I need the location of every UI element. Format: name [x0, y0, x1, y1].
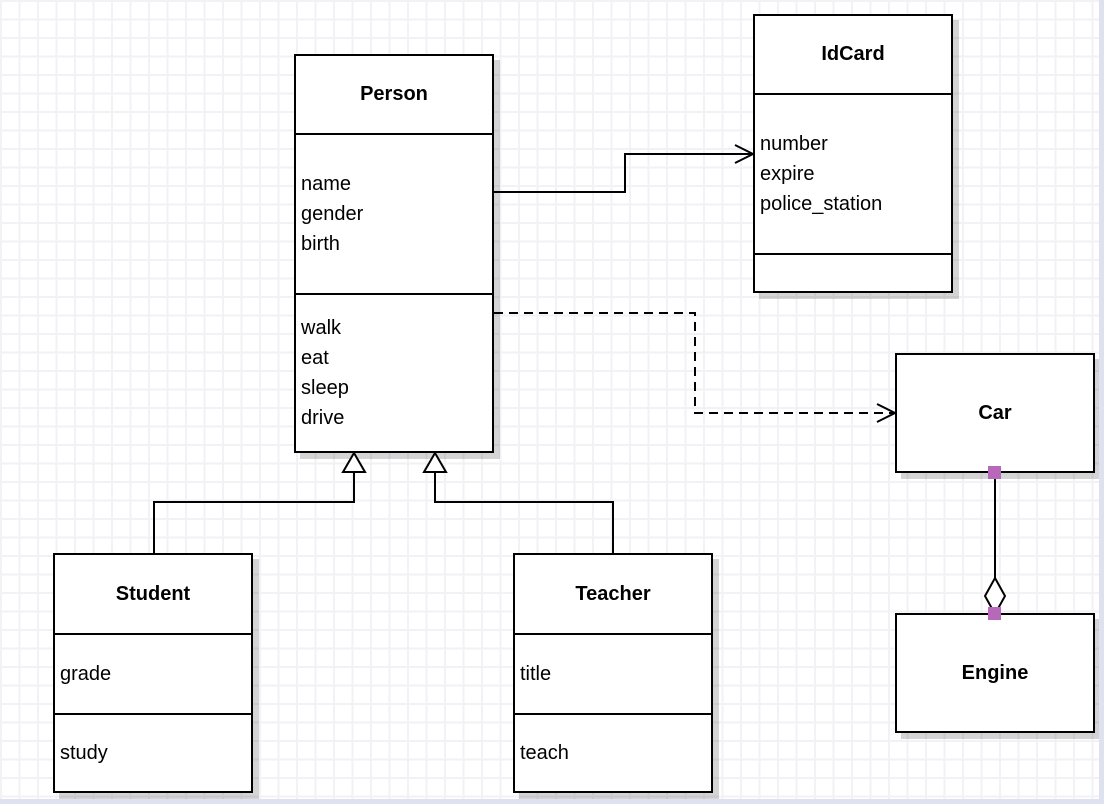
method: drive: [301, 407, 345, 429]
hollow-diamond-icon: [983, 575, 1007, 617]
attribute: birth: [301, 233, 340, 255]
method: sleep: [301, 377, 349, 399]
class-title-person: Person: [360, 83, 428, 105]
attribute: grade: [60, 663, 112, 685]
hollow-triangle-icon: [341, 451, 367, 473]
attribute: expire: [760, 163, 815, 185]
attribute: gender: [301, 203, 364, 225]
class-box-car[interactable]: Car: [895, 353, 1095, 473]
open-arrowhead-icon: [734, 144, 756, 164]
attributes-section-teacher: title: [515, 633, 711, 713]
connector-association-person-idcard[interactable]: [494, 144, 756, 193]
methods-section-person: walk eat sleep drive: [296, 293, 492, 451]
attributes-section-student: grade: [55, 633, 251, 713]
class-title-teacher: Teacher: [575, 582, 651, 605]
method: study: [60, 742, 108, 764]
open-arrowhead-icon: [876, 403, 898, 423]
class-title-idcard: IdCard: [821, 43, 885, 65]
attribute: police_station: [760, 193, 883, 215]
methods-section-student: study: [55, 713, 251, 791]
class-title-engine: Engine: [961, 661, 1029, 684]
class-box-person[interactable]: Person name gender birth walk eat sleep …: [294, 54, 494, 453]
attributes-section-idcard: number expire police_station: [755, 93, 951, 253]
connector-generalization-teacher-person[interactable]: [422, 451, 614, 553]
canvas-edge-right-scrollbar[interactable]: [1099, 0, 1104, 804]
method: walk: [301, 317, 342, 339]
canvas-edge-bottom-scrollbar[interactable]: [0, 799, 1104, 804]
class-box-student[interactable]: Student grade study: [53, 553, 253, 793]
attributes-section-person: name gender birth: [296, 133, 492, 293]
class-box-engine[interactable]: Engine: [895, 613, 1095, 733]
attribute: number: [760, 133, 828, 155]
method: teach: [520, 742, 569, 764]
class-title-car: Car: [978, 401, 1012, 424]
hollow-triangle-icon: [422, 451, 448, 473]
connector-aggregation-car-engine[interactable]: [983, 466, 1007, 620]
method: eat: [301, 347, 329, 369]
methods-section-teacher: teach: [515, 713, 711, 791]
attribute: title: [520, 663, 552, 685]
connector-generalization-student-person[interactable]: [153, 451, 367, 553]
class-box-teacher[interactable]: Teacher title teach: [513, 553, 713, 793]
methods-section-idcard: [755, 253, 951, 291]
connector-dependency-person-car[interactable]: [494, 312, 898, 423]
attribute: name: [301, 173, 352, 195]
class-box-idcard[interactable]: IdCard number expire police_station: [753, 14, 953, 293]
class-title-student: Student: [115, 582, 191, 605]
